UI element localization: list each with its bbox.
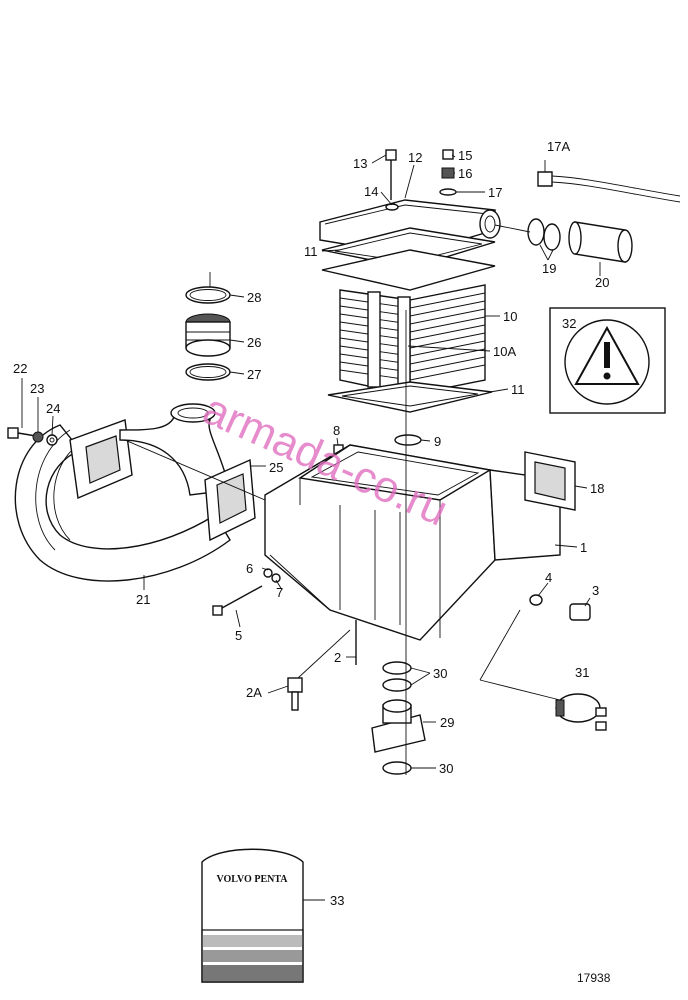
label-25: 25 <box>269 460 283 475</box>
label-33: 33 <box>330 893 344 908</box>
warning-icon <box>604 342 610 368</box>
cooler-core-10 <box>321 249 496 396</box>
label-10A: 10A <box>493 344 516 359</box>
label-4: 4 <box>545 570 552 585</box>
sender-31 <box>479 609 607 731</box>
label-7: 7 <box>276 585 283 600</box>
ring-30-bottom <box>382 761 412 775</box>
label-18: 18 <box>590 481 604 496</box>
label-21: 21 <box>136 592 150 607</box>
drawing-number: 17938 <box>577 971 611 985</box>
o-ring-9 <box>394 434 422 446</box>
pipe-20 <box>568 221 633 263</box>
sensor-2A <box>287 629 351 711</box>
plug-3 <box>569 597 591 621</box>
label-1: 1 <box>580 540 587 555</box>
label-14: 14 <box>364 184 378 199</box>
washer-6-7 <box>263 568 281 583</box>
label-20: 20 <box>595 275 609 290</box>
elbow-29 <box>371 699 426 753</box>
label-30-top: 30 <box>433 666 447 681</box>
label-12: 12 <box>408 150 422 165</box>
gasket-11-bottom <box>327 381 493 413</box>
label-32: 32 <box>562 316 576 331</box>
label-27: 27 <box>247 367 261 382</box>
exhaust-hose-21 <box>14 424 231 582</box>
label-24: 24 <box>46 401 60 416</box>
label-30-bottom: 30 <box>439 761 453 776</box>
label-28: 28 <box>247 290 261 305</box>
label-2: 2 <box>334 650 341 665</box>
label-10: 10 <box>503 309 517 324</box>
part-labels: 13 12 15 16 17A 14 17 11 19 20 28 10 32 … <box>13 139 609 908</box>
leader-lines <box>21 154 601 901</box>
housing-1 <box>264 444 561 641</box>
flange-18 <box>524 451 576 511</box>
label-26: 26 <box>247 335 261 350</box>
label-3: 3 <box>592 583 599 598</box>
label-23: 23 <box>30 381 44 396</box>
ring-28 <box>185 272 231 304</box>
instruction-book-33 <box>201 848 304 983</box>
label-16: 16 <box>458 166 472 181</box>
label-19: 19 <box>542 261 556 276</box>
fitting-15-16-17 <box>439 149 457 196</box>
label-22: 22 <box>13 361 27 376</box>
label-11-top: 11 <box>304 244 318 259</box>
label-5: 5 <box>235 628 242 643</box>
label-31: 31 <box>575 665 589 680</box>
ring-30-top <box>382 661 412 692</box>
label-11-bottom: 11 <box>511 382 525 397</box>
screw-13 <box>385 149 397 200</box>
manual-logo: VOLVO PENTA <box>216 874 288 885</box>
label-9: 9 <box>434 434 441 449</box>
washer-4 <box>529 594 543 606</box>
connector-26 <box>185 313 231 357</box>
ring-27 <box>185 363 231 381</box>
label-17: 17 <box>488 185 502 200</box>
bolt-5 <box>212 585 263 616</box>
label-13: 13 <box>353 156 367 171</box>
bolt-22 <box>7 427 58 446</box>
warning-box-32 <box>549 307 666 414</box>
label-8: 8 <box>333 423 340 438</box>
label-2A: 2A <box>246 685 262 700</box>
label-17A: 17A <box>547 139 570 154</box>
rings-19 <box>527 218 561 251</box>
fitting-17A <box>537 160 681 203</box>
flange-left <box>69 419 133 500</box>
label-29: 29 <box>440 715 454 730</box>
label-15: 15 <box>458 148 472 163</box>
axis-lines <box>124 224 531 775</box>
label-6: 6 <box>246 561 253 576</box>
washer-14 <box>385 203 399 211</box>
